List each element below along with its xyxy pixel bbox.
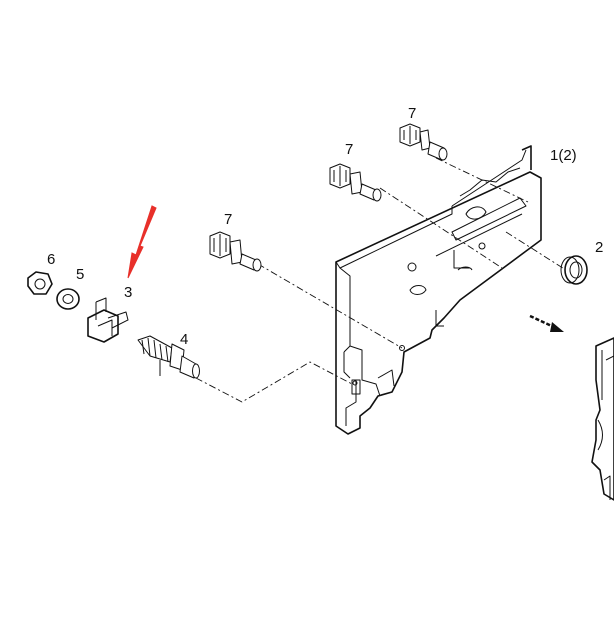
clip-3 bbox=[87, 297, 129, 343]
nut-6 bbox=[27, 271, 53, 295]
assembly-lines bbox=[195, 157, 567, 403]
stud-4 bbox=[137, 335, 200, 379]
bracket-frame bbox=[335, 145, 542, 435]
callout-7-middle: 7 bbox=[345, 141, 353, 158]
direction-arrow bbox=[529, 314, 564, 332]
screw-7-top bbox=[399, 123, 448, 161]
callout-2: 2 bbox=[595, 239, 603, 256]
screw-7-middle bbox=[329, 163, 382, 202]
callout-5: 5 bbox=[76, 266, 84, 283]
adjacent-unit bbox=[591, 337, 614, 501]
callout-6: 6 bbox=[47, 251, 55, 268]
grommet-2 bbox=[560, 255, 588, 285]
screw-7-left bbox=[209, 231, 262, 272]
callout-3: 3 bbox=[124, 284, 132, 301]
highlight-arrow bbox=[127, 205, 157, 279]
callout-4: 4 bbox=[180, 331, 188, 348]
callout-7-left: 7 bbox=[224, 211, 232, 228]
callout-1: 1(2) bbox=[550, 147, 577, 164]
washer-5 bbox=[56, 288, 80, 310]
callout-7-top: 7 bbox=[408, 105, 416, 122]
